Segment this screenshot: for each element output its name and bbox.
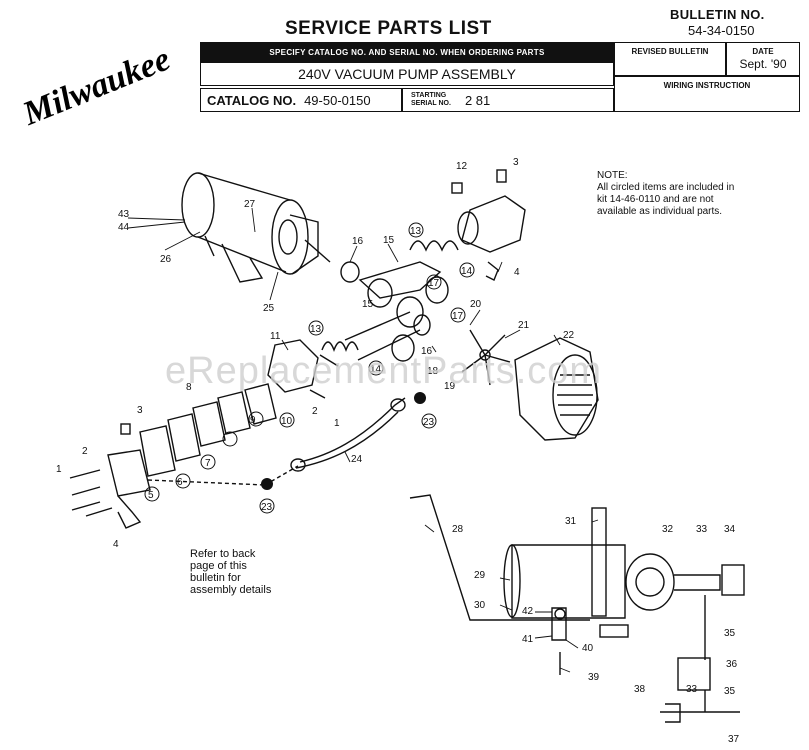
label-37: 37 [728,734,740,745]
label-21: 21 [518,320,530,331]
label-38: 38 [634,684,646,695]
label-28: 28 [452,524,464,535]
label-5: 5 [148,490,154,501]
revised-bulletin-box: REVISED BULLETIN [614,42,726,76]
label-32: 32 [662,524,674,535]
bulletin-number: 54-34-0150 [688,23,755,38]
label-9: 9 [250,415,256,426]
lower-pump-head-drawing [107,339,319,529]
pump-head-drawing [451,169,526,281]
bulletin-label: BULLETIN NO. [670,7,765,22]
label-3b: 3 [137,405,143,416]
o-ring-upper [414,392,426,404]
label-39: 39 [588,672,600,683]
label-6: 6 [177,477,183,488]
refer-note: Refer to back page of this bulletin for … [190,548,272,596]
label-33a: 33 [696,524,708,535]
label-17b: 17 [452,311,464,322]
label-17a: 17 [428,278,440,289]
date-box: DATE Sept. '90 [726,42,800,76]
wiring-instruction-box: WIRING INSTRUCTION [614,76,800,112]
label-12: 12 [456,161,468,172]
label-23a: 23 [423,417,435,428]
label-20: 20 [470,299,482,310]
label-1a: 1 [334,418,340,429]
label-33b: 33 [686,684,698,695]
label-42: 42 [522,606,534,617]
catalog-label: CATALOG NO. [207,92,297,108]
label-25: 25 [263,303,275,314]
label-36: 36 [726,659,738,670]
order-instruction-bar: SPECIFY CATALOG NO. AND SERIAL NO. WHEN … [200,42,614,62]
label-11: 11 [270,331,281,342]
label-14b: 14 [370,364,382,375]
catalog-number: 49-50-0150 [304,92,371,108]
label-35a: 35 [724,628,736,639]
label-2a: 2 [312,406,318,417]
label-23b: 23 [261,502,273,513]
label-16b: 16 [421,346,433,357]
label-13a: 13 [410,226,422,237]
label-18: 18 [427,366,439,377]
serial-label: STARTING SERIAL NO. [411,92,451,107]
accessory-assembly-drawing [409,494,745,723]
label-40: 40 [582,643,594,654]
fan-cover-drawing [514,337,599,441]
serial-box: STARTING SERIAL NO. 2 81 [402,88,614,112]
label-34: 34 [724,524,736,535]
date-label: DATE [752,47,774,56]
fan-drawing [461,329,511,386]
label-30: 30 [474,600,486,611]
milwaukee-logo: Milwaukee [17,40,175,128]
label-16a: 16 [352,236,364,247]
label-2b: 2 [82,446,88,457]
label-44: 44 [118,222,130,233]
label-24: 24 [351,454,363,465]
label-43: 43 [118,209,130,220]
date-value: Sept. '90 [739,57,787,71]
label-4b: 4 [113,539,119,550]
label-1b: 1 [56,464,62,475]
label-14a: 14 [461,266,473,277]
label-31: 31 [565,516,577,527]
watermark: eReplacementParts.com [165,350,603,392]
label-8: 8 [186,382,192,393]
assembly-name: 240V VACUUM PUMP ASSEMBLY [200,62,614,86]
label-19: 19 [444,381,456,392]
label-35b: 35 [724,686,736,697]
label-3a: 3 [513,157,519,168]
label-10: 10 [281,416,293,427]
label-41: 41 [522,634,534,645]
label-26: 26 [160,254,172,265]
motor-drawing [181,172,331,283]
label-15a: 15 [383,235,395,246]
label-29: 29 [474,570,486,581]
o-ring-lower [261,478,273,490]
catalog-box: CATALOG NO. 49-50-0150 [200,88,402,112]
label-13b: 13 [310,324,322,335]
label-15b: 15 [362,299,374,310]
page-title: SERVICE PARTS LIST [285,18,492,39]
label-27: 27 [244,199,256,210]
label-4a: 4 [514,267,520,278]
serial-number: 2 81 [464,92,491,108]
label-7: 7 [205,458,211,469]
label-22: 22 [563,330,575,341]
kit-note: NOTE: All circled items are included in … [597,170,735,217]
